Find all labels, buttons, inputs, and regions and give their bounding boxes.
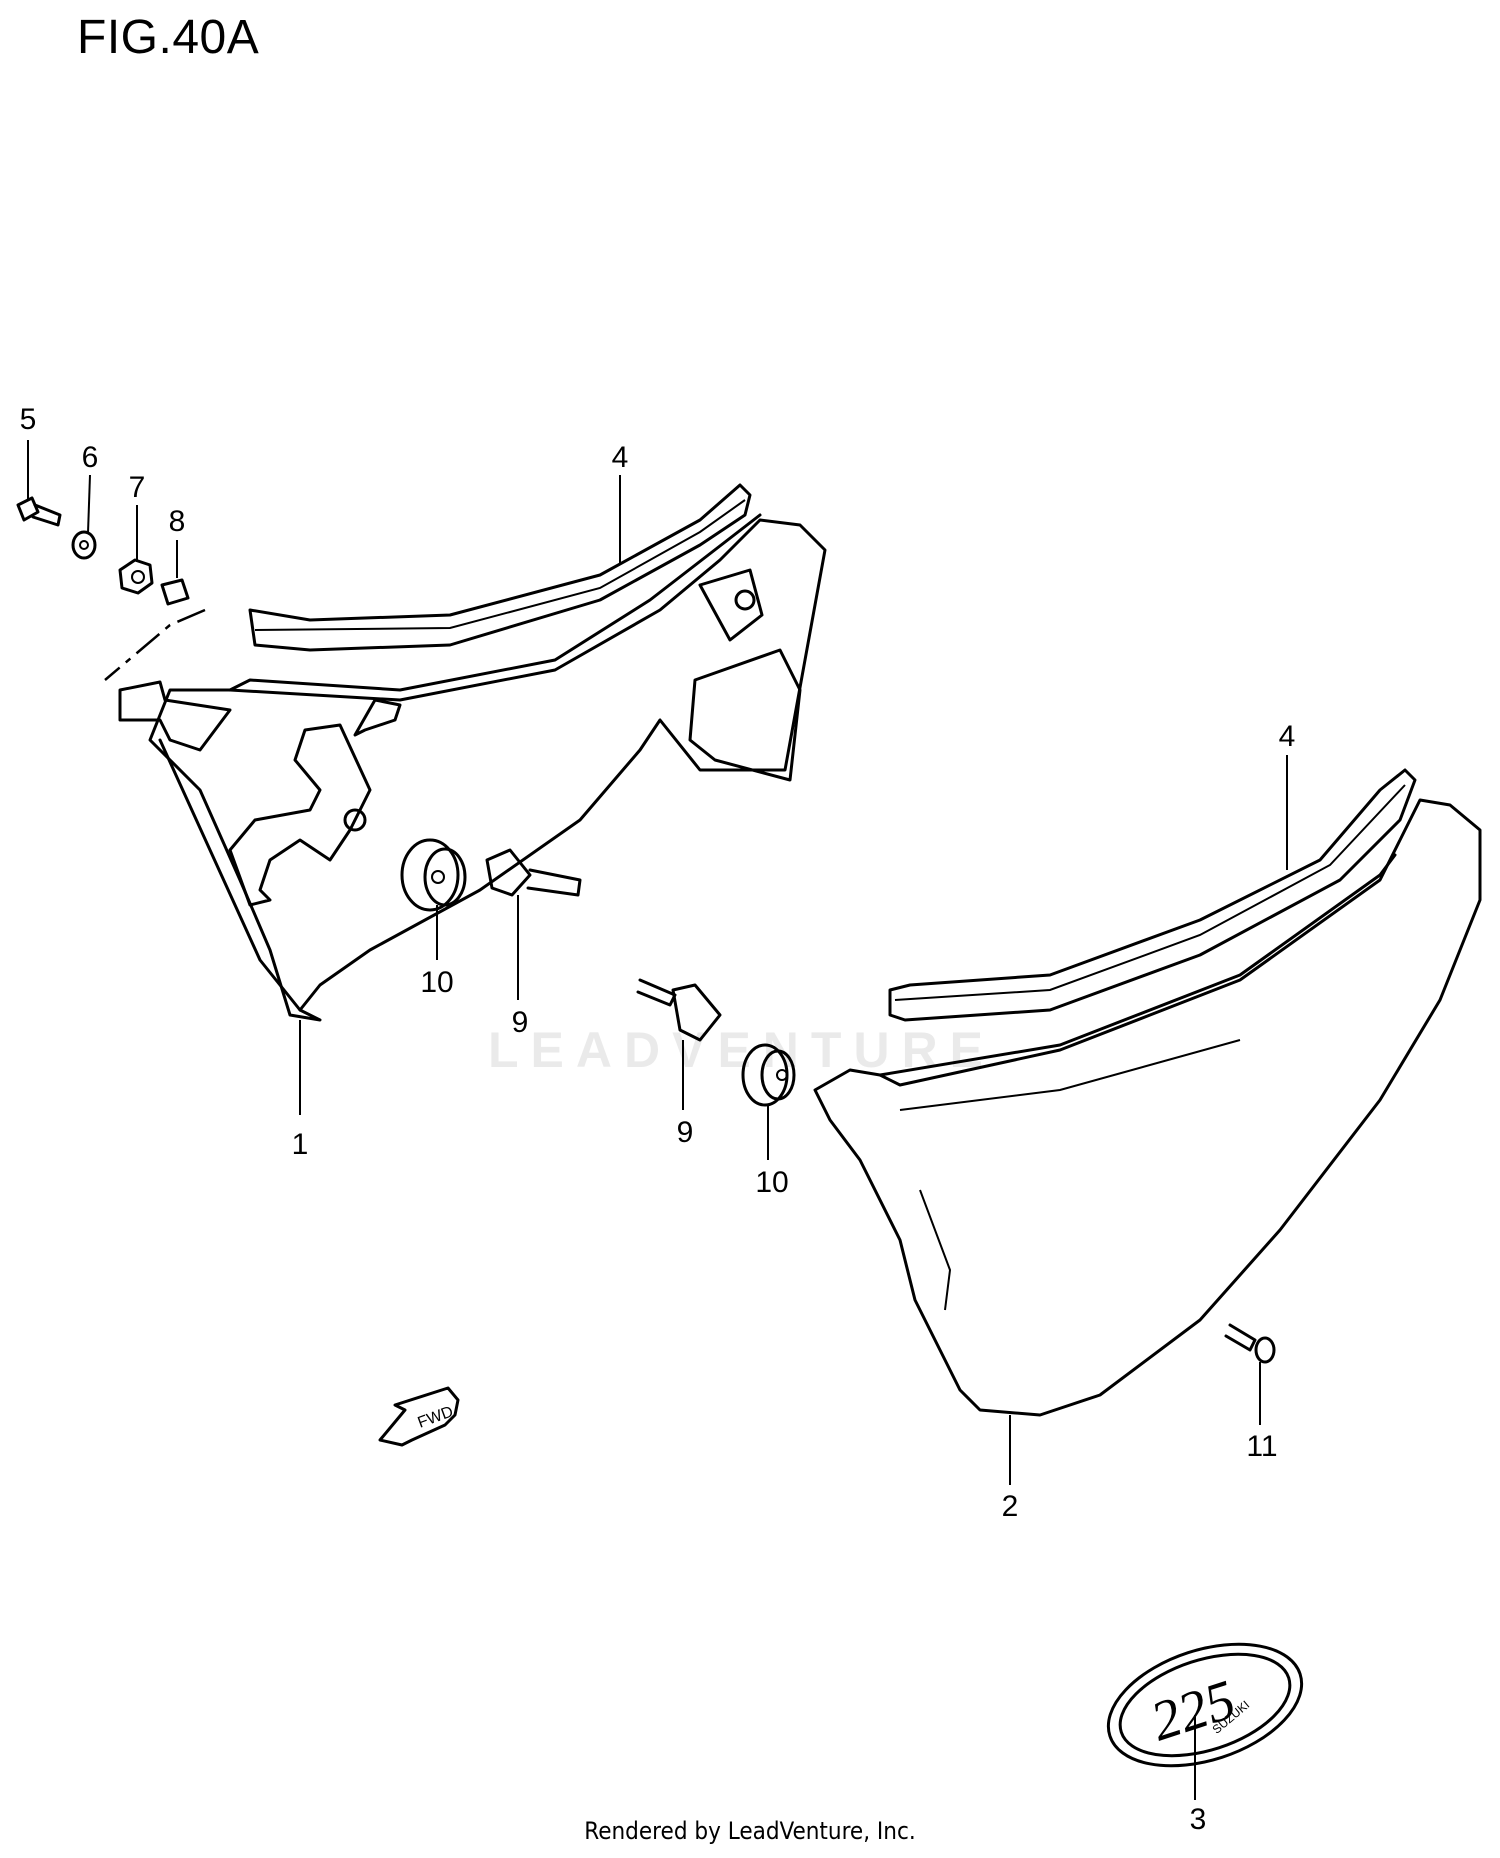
callout-3: 3 (1189, 1803, 1207, 1836)
callout-9-right: 9 (676, 1116, 694, 1149)
spacer-part-8 (160, 578, 190, 606)
forward-arrow-icon: FWD (378, 1386, 460, 1447)
grommet-part-10-left (400, 838, 467, 912)
grommet-part-10-right (741, 1043, 796, 1107)
left-side-cover (118, 513, 827, 1022)
callout-8: 8 (168, 505, 186, 538)
bolt-part-9-right (636, 978, 722, 1042)
forward-arrow-label: FWD (416, 1403, 456, 1431)
bolt-part-9-left (485, 848, 582, 897)
screw-part-11 (1224, 1323, 1276, 1364)
callout-9-left: 9 (511, 1006, 529, 1039)
callout-10-left: 10 (420, 966, 454, 999)
callout-11: 11 (1246, 1430, 1278, 1463)
right-side-cover (813, 798, 1482, 1417)
seal-strip-right (888, 768, 1417, 1022)
callout-1: 1 (291, 1128, 309, 1161)
nut-part-7 (118, 558, 154, 595)
watermark: LEADVENTURE (488, 1022, 996, 1078)
washer-part-6 (71, 530, 97, 560)
emblem-part-3: 225 SUZUKI (1106, 1642, 1304, 1768)
bolt-part-5 (16, 496, 62, 527)
callout-6: 6 (81, 441, 99, 474)
leader-lines (27, 440, 1288, 1800)
footer-credit: Rendered by LeadVenture, Inc. (584, 1817, 916, 1845)
callout-5: 5 (19, 403, 37, 436)
callout-7: 7 (128, 471, 146, 504)
callout-2: 2 (1001, 1490, 1019, 1523)
figure-title: FIG.40A (77, 11, 260, 64)
assembly-line (104, 608, 206, 681)
callout-4-left: 4 (611, 441, 629, 474)
callout-4-right: 4 (1278, 720, 1296, 753)
callout-10-right: 10 (755, 1166, 789, 1199)
seal-strip-left (248, 483, 752, 652)
